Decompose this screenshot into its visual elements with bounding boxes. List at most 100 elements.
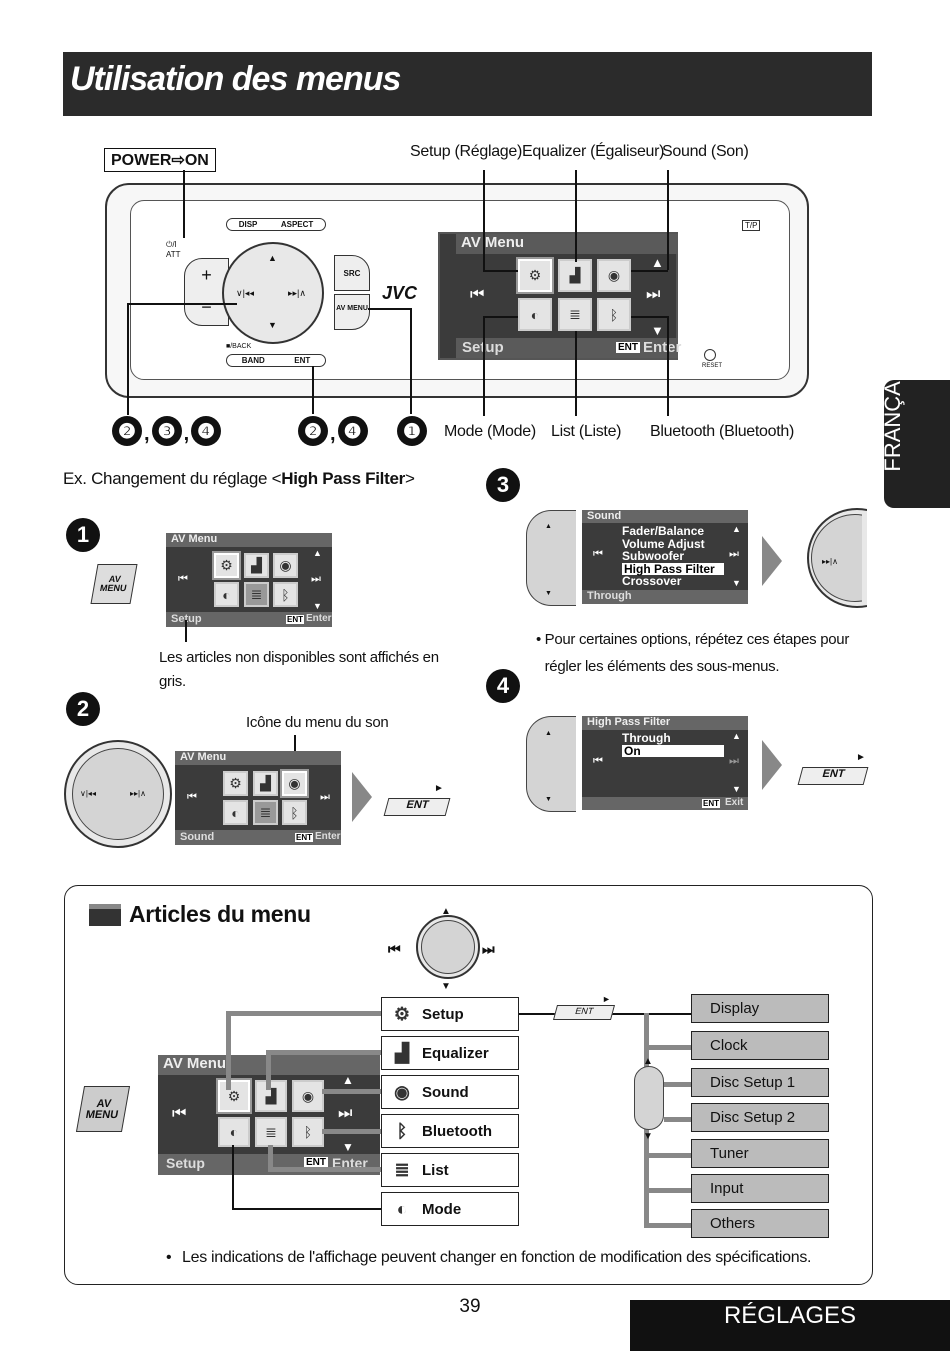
step-1-circle: ❶ — [397, 416, 427, 446]
av-menu-button[interactable]: AV MENU — [90, 564, 138, 604]
step2-enter: Enter — [315, 831, 341, 842]
step3-header: Sound — [582, 510, 748, 523]
dial-left[interactable] — [526, 510, 576, 606]
up-arrow-icon: ▲ — [441, 906, 451, 917]
aspect-button-label[interactable]: ASPECT — [280, 220, 314, 229]
arrow-right-icon — [762, 740, 782, 790]
radio-screen-footer: Setup — [462, 339, 504, 356]
connector-equalizer — [266, 1050, 271, 1090]
prev-arrow-icon: ∨|◂◂ — [80, 789, 96, 798]
play-icon: ► — [602, 994, 611, 1004]
prev-arrow-icon: ∨|◂◂ — [236, 288, 254, 298]
sub-branch — [644, 1188, 691, 1193]
arrow-right-icon — [762, 536, 782, 586]
list-item-selected: On — [622, 744, 724, 757]
step4-ent: ENT — [702, 799, 720, 808]
prev-icon: ⏮ — [172, 1105, 187, 1122]
equalizer-icon: ▟ — [255, 1080, 287, 1112]
prev-icon: ⏮ — [593, 755, 603, 767]
sub-item-disc-setup-2[interactable]: Disc Setup 2 — [691, 1103, 829, 1132]
setup-leader-h — [483, 270, 518, 272]
gear-icon: ⚙ — [212, 551, 241, 580]
menu-section-title: Articles du menu — [129, 901, 311, 927]
dial-leader-h — [127, 303, 237, 305]
list-icon: ≣ — [244, 582, 269, 607]
step4-screen — [582, 716, 748, 810]
folder-icon — [89, 904, 121, 926]
step3-footer-bar — [582, 590, 748, 604]
menu-item-equalizer[interactable]: ▟ Equalizer — [381, 1036, 519, 1070]
next-icon: ⏭ — [320, 791, 330, 803]
ent-button[interactable]: ENT — [383, 798, 451, 816]
list-leader — [575, 331, 577, 416]
equalizer-icon: ▟ — [395, 1042, 409, 1063]
connector-setup-h — [226, 1011, 382, 1016]
menu-item-list[interactable]: ≣List — [381, 1153, 519, 1187]
src-button[interactable]: SRC — [334, 255, 370, 291]
tp-button[interactable]: T/P — [742, 220, 761, 231]
sub-item-clock[interactable]: Clock — [691, 1031, 829, 1060]
dial-left[interactable] — [526, 716, 576, 812]
sub-item-input[interactable]: Input — [691, 1174, 829, 1203]
power-leader — [183, 170, 185, 238]
power-on-label: POWER⇨ON — [104, 148, 216, 172]
step3-note-text: Pour certaines options, répétez ces étap… — [544, 631, 850, 675]
sound-label: Sound (Son) — [662, 143, 749, 160]
connector-bluetooth — [322, 1129, 382, 1134]
control-dial[interactable] — [222, 242, 324, 344]
prev-icon: ⏮ — [178, 573, 188, 585]
menu-item-label: Equalizer — [422, 1044, 489, 1062]
back-label: ■/BACK — [226, 343, 252, 350]
next-icon: ⏭ — [311, 573, 321, 585]
example-text: Ex. Changement du réglage <High Pass Fil… — [63, 469, 415, 488]
ent-button-label[interactable]: ENT — [294, 356, 311, 365]
att-label: ⏻/I ATT — [166, 240, 181, 259]
next-arrow-icon: ▸▸|∧ — [130, 789, 146, 798]
speaker-icon: ◉ — [280, 769, 309, 798]
jvc-logo: JVC — [382, 283, 418, 303]
av-menu-button[interactable]: AV MENU — [75, 1086, 131, 1132]
scroll-dial[interactable] — [634, 1066, 664, 1130]
ent-button[interactable]: ENT — [552, 1005, 616, 1020]
reset-button[interactable] — [704, 349, 716, 361]
connector-sound — [322, 1089, 382, 1094]
play-icon: ► — [856, 752, 866, 763]
up-arrow-icon: ▲ — [545, 730, 552, 737]
title-bar — [63, 52, 872, 116]
equalizer-icon: ▟ — [253, 771, 278, 796]
section-footer-label: RÉGLAGES — [723, 1302, 857, 1329]
connector-mode-h — [232, 1208, 382, 1210]
disp-button-label[interactable]: DISP — [238, 220, 258, 229]
sub-item-tuner[interactable]: Tuner — [691, 1139, 829, 1168]
step4-exit: Exit — [725, 797, 744, 808]
dial-center[interactable] — [421, 920, 475, 974]
down-arrow-icon: ▼ — [268, 320, 277, 330]
speaker-icon: ◉ — [394, 1081, 410, 1102]
list-icon: ≣ — [558, 298, 592, 331]
menu-note: •Les indications de l'affichage peuvent … — [166, 1249, 812, 1266]
reset-label: RESET — [702, 363, 723, 369]
step2-screen-title: AV Menu — [175, 751, 341, 765]
mode-icon: ◐ — [396, 1198, 408, 1219]
menu-item-label: Setup — [422, 1005, 464, 1023]
play-icon: ► — [434, 783, 444, 794]
step3-footer: Through — [587, 590, 632, 602]
sub-item-disc-setup-1[interactable]: Disc Setup 1 — [691, 1068, 829, 1097]
sub-item-others[interactable]: Others — [691, 1209, 829, 1238]
menu-item-mode[interactable]: ◐Mode — [381, 1192, 519, 1226]
sub-item-display[interactable]: Display — [691, 994, 829, 1023]
ent-button[interactable]: ENT — [797, 767, 869, 785]
menu-item-sound[interactable]: ◉Sound — [381, 1075, 519, 1109]
next-icon: ⏭ — [646, 286, 661, 303]
mode-icon: ◐ — [223, 800, 248, 825]
speaker-icon: ◉ — [273, 553, 298, 578]
dial-center[interactable] — [72, 748, 164, 840]
scroll-down-icon: ▼ — [732, 578, 741, 588]
av-menu-button[interactable]: AV MENU — [334, 294, 370, 330]
step-3-circle: ❸ — [151, 416, 182, 446]
down-arrow-icon: ▼ — [441, 981, 451, 992]
menu-item-setup[interactable]: ⚙Setup — [381, 997, 519, 1031]
step2-ent: ENT — [295, 833, 313, 842]
band-button-label[interactable]: BAND — [241, 356, 265, 365]
